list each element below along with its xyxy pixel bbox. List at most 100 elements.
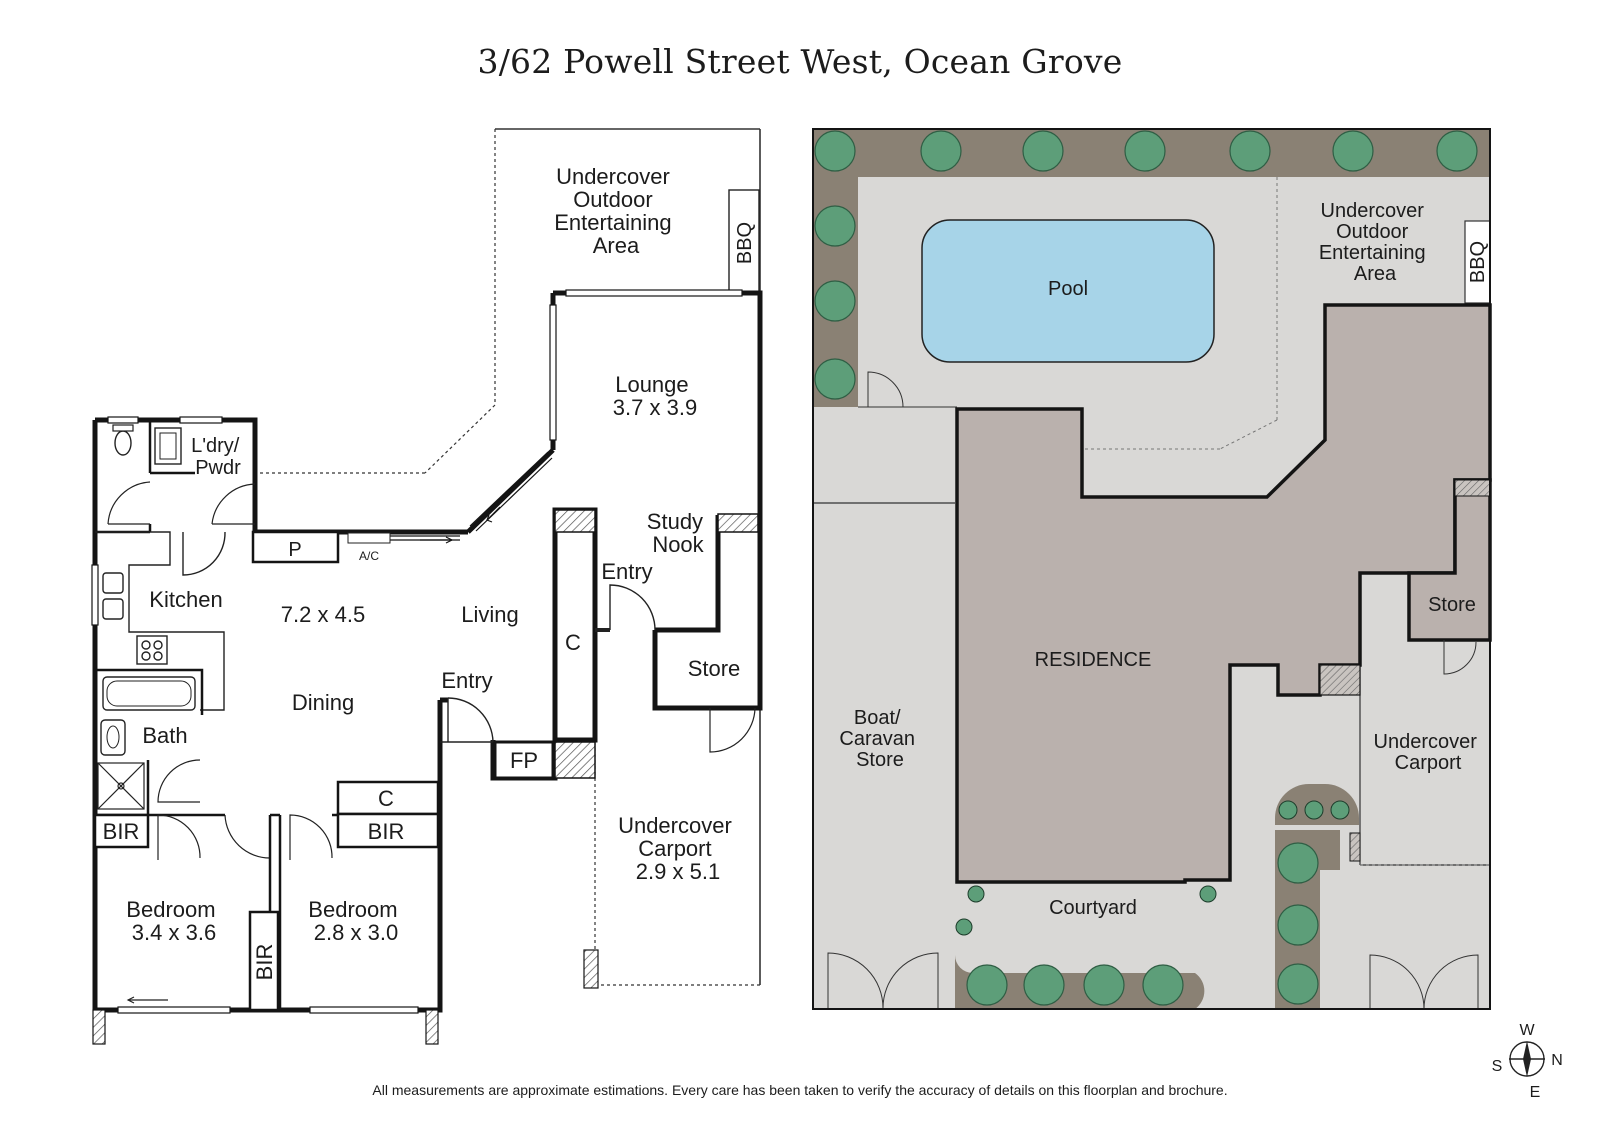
kitchen-label: Kitchen xyxy=(149,587,222,612)
ac-label: A/C xyxy=(359,549,379,563)
laundry-doors xyxy=(107,481,256,525)
site-carport-label: Undercover Carport xyxy=(1374,731,1483,774)
star-plants xyxy=(955,800,1350,936)
site-outdoor-line-2: Outdoor xyxy=(1336,221,1409,243)
site-store-label: Store xyxy=(1428,594,1476,616)
bedroom-1-label: Bedroom 3.4 x 3.6 xyxy=(126,897,221,945)
entry-door-lower xyxy=(440,697,494,743)
site-boundary xyxy=(812,128,1491,1010)
study-line-1: Study xyxy=(647,509,703,534)
toilet-icon xyxy=(114,430,132,456)
cupboard-hatch xyxy=(554,509,596,533)
boat-store-label: Boat/ Caravan Store xyxy=(839,707,920,771)
residence-hatch xyxy=(1319,664,1361,696)
bir-vertical-label: BIR xyxy=(252,944,277,981)
shrubs xyxy=(814,130,1478,1006)
courtyard-label: Courtyard xyxy=(1049,897,1137,919)
floor-carport-line-1: Undercover xyxy=(618,813,732,838)
shower-icon xyxy=(97,762,145,810)
study-nook-label: Study Nook xyxy=(647,509,709,557)
kitchen-dims-label: 7.2 x 4.5 xyxy=(281,602,365,627)
site-outdoor-label: Undercover Outdoor Entertaining Area xyxy=(1319,200,1431,285)
bedroom-2-line-1: Bedroom xyxy=(308,897,397,922)
floor-carport-line-3: 2.9 x 5.1 xyxy=(636,859,720,884)
bedroom-windows xyxy=(117,1006,419,1014)
sliding-arrow xyxy=(126,996,168,1004)
bbq-label: BBQ xyxy=(734,222,756,264)
residence-label: RESIDENCE xyxy=(1035,649,1152,671)
living-label: Living xyxy=(461,602,518,627)
boat-store-gates xyxy=(827,952,939,1009)
floor-plan: BBQ Undercover Outdoor Entertaining Area xyxy=(91,128,763,1045)
laundry-line-1: L'dry/ xyxy=(191,435,240,457)
boat-line-2: Caravan xyxy=(839,728,915,750)
store-door xyxy=(709,707,756,753)
ac-unit xyxy=(347,532,391,544)
compass-n: N xyxy=(1551,1052,1563,1069)
lounge-label: Lounge 3.7 x 3.9 xyxy=(613,372,697,420)
study-line-2: Nook xyxy=(652,532,704,557)
pool-label: Pool xyxy=(1048,278,1088,300)
floor-outdoor-line-4: Area xyxy=(593,233,640,258)
pantry xyxy=(251,530,340,564)
site-bbq-label: BBQ xyxy=(1467,241,1489,283)
site-outdoor-line-4: Area xyxy=(1354,263,1397,285)
boat-line-3: Store xyxy=(856,749,904,771)
dining-label: Dining xyxy=(292,690,354,715)
floor-outdoor-line-1: Undercover xyxy=(556,164,670,189)
bath-label: Bath xyxy=(142,723,187,748)
bedroom-2-line-2: 2.8 x 3.0 xyxy=(314,920,398,945)
study-hatch xyxy=(717,513,759,533)
residence-footprint xyxy=(955,303,1492,884)
floor-outdoor-line-2: Outdoor xyxy=(573,187,653,212)
site-carport-line-1: Undercover xyxy=(1374,731,1478,753)
compass-e: E xyxy=(1530,1084,1541,1101)
lounge-windows xyxy=(549,289,743,441)
cupboard-label-lower: C xyxy=(378,786,394,811)
boat-line-1: Boat/ xyxy=(854,707,901,729)
cupboard-label-upper: C xyxy=(565,630,581,655)
bir-vertical xyxy=(248,910,280,1012)
pantry-label: P xyxy=(288,539,301,561)
bir-left-label: BIR xyxy=(103,819,140,844)
floor-outdoor-label: Undercover Outdoor Entertaining Area xyxy=(554,164,678,258)
laundry-line-2: Pwdr xyxy=(195,457,241,479)
outdoor-dashed xyxy=(1085,177,1490,866)
toilet-cistern xyxy=(112,424,134,432)
corner-post-right xyxy=(425,1009,439,1045)
compass-icon: W N S E xyxy=(1492,1022,1563,1101)
laundry-label: L'dry/ Pwdr xyxy=(191,435,245,479)
compass-s: S xyxy=(1492,1058,1503,1075)
carport-gates xyxy=(1369,954,1479,1010)
bedroom-1-line-2: 3.4 x 3.6 xyxy=(132,920,216,945)
lounge-line-1: Lounge xyxy=(615,372,688,397)
fireplace-hatch xyxy=(554,741,596,779)
kitchen-window xyxy=(91,564,99,626)
laundry-window xyxy=(107,416,223,424)
kitchen-fittings xyxy=(95,531,226,711)
corner-post-left xyxy=(92,1009,106,1045)
page-title: 3/62 Powell Street West, Ocean Grove xyxy=(477,42,1123,81)
sliding-door xyxy=(350,451,553,544)
site-outdoor-line-1: Undercover xyxy=(1321,200,1425,222)
bedroom-2-label: Bedroom 2.8 x 3.0 xyxy=(308,897,403,945)
bir-middle-label: BIR xyxy=(368,819,405,844)
entry-door-upper xyxy=(595,584,656,632)
bir-left xyxy=(93,813,150,849)
fireplace xyxy=(493,740,555,780)
bedroom-1-line-1: Bedroom xyxy=(126,897,215,922)
bir-middle xyxy=(336,812,440,849)
floor-carport-line-2: Carport xyxy=(638,836,711,861)
site-store-door xyxy=(1443,640,1477,675)
entry-upper-label: Entry xyxy=(601,559,652,584)
floor-store-label: Store xyxy=(688,656,741,681)
bedroom-doors xyxy=(157,814,333,860)
site-plan: Pool BBQ Undercover Outdoor Entertaining… xyxy=(812,128,1492,1010)
site-bbq xyxy=(1464,220,1491,304)
pool xyxy=(921,219,1215,363)
floor-outdoor-line-3: Entertaining xyxy=(554,210,671,235)
entry-lower-label: Entry xyxy=(441,668,492,693)
compass-w: W xyxy=(1519,1022,1535,1039)
bath-door xyxy=(157,759,201,803)
